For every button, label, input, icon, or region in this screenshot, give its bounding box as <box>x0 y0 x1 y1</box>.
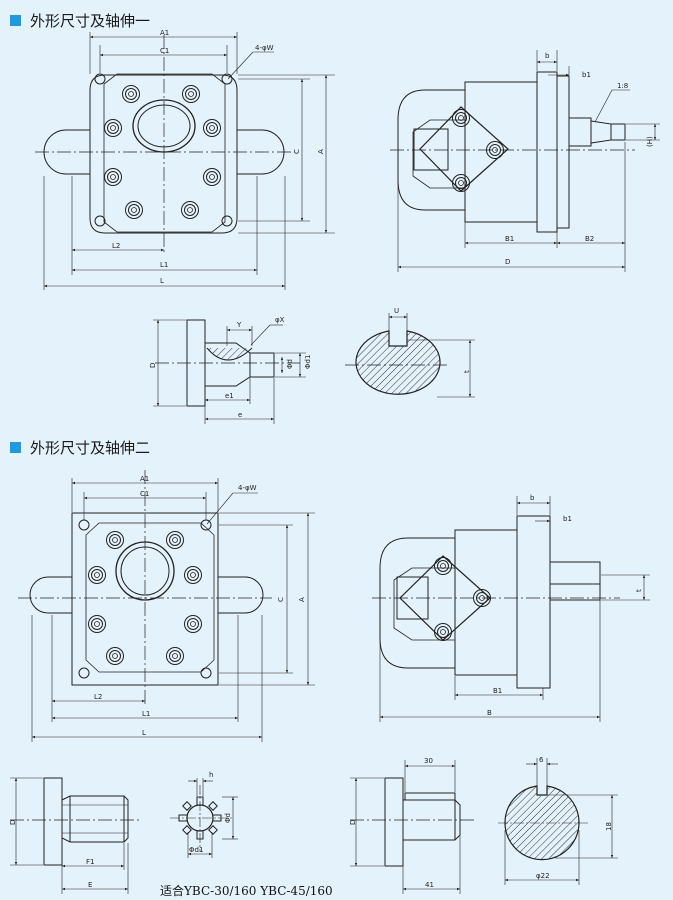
label-phid1: Φd1 <box>189 846 203 854</box>
label-B1: B1 <box>493 687 502 695</box>
s2-key-section <box>498 758 618 885</box>
label-A1: A1 <box>160 29 169 37</box>
label-D-width: D <box>505 258 510 266</box>
label-b1: b1 <box>563 515 572 523</box>
label-6: 6 <box>539 756 544 764</box>
label-41: 41 <box>425 881 434 889</box>
label-C1: C1 <box>140 490 149 498</box>
s2-spline-section <box>170 778 238 858</box>
label-30: 30 <box>424 757 433 765</box>
label-18: 18 <box>605 822 613 831</box>
label-b1: b1 <box>582 71 591 79</box>
label-b: b <box>530 494 535 502</box>
label-B2: B2 <box>585 235 594 243</box>
footnote: 适合YBC-30/160 YBC-45/160 <box>160 884 333 898</box>
label-B1: B1 <box>505 235 514 243</box>
label-b: b <box>545 52 550 60</box>
label-L2: L2 <box>94 693 102 701</box>
label-L1: L1 <box>142 710 150 718</box>
label-A: A <box>317 149 325 154</box>
label-C: C <box>293 149 301 154</box>
label-C1: C1 <box>160 47 169 55</box>
label-phiX: φX <box>275 316 285 324</box>
label-D: D <box>9 820 17 825</box>
label-e1: e1 <box>225 392 234 400</box>
label-C: C <box>277 597 285 602</box>
s2-front-view <box>18 470 315 742</box>
label-h: (H) <box>646 136 654 147</box>
label-E: E <box>88 881 92 889</box>
s1-front-view <box>35 32 335 290</box>
label-t: t <box>463 370 471 373</box>
label-taper: 1:8 <box>617 82 628 90</box>
section1-heading: 外形尺寸及轴伸一 <box>10 10 150 31</box>
label-phid1: Φd1 <box>304 355 312 369</box>
label-B: B <box>487 709 492 717</box>
label-L: L <box>142 729 146 737</box>
s1-labels: A1 C1 4-φW C A L2 L1 L b b1 1:8 (H) B1 B… <box>112 29 654 419</box>
label-A1: A1 <box>140 475 149 483</box>
label-phi22: φ22 <box>536 872 550 880</box>
s2-labels: A1 C1 4-φW C A L2 L1 L b b1 t B1 B D F1 … <box>9 475 643 889</box>
label-D-flange: D <box>149 363 157 368</box>
label-h: h <box>209 771 213 779</box>
label-phid: Φd <box>224 813 232 823</box>
s1-shaft-detail <box>153 319 306 424</box>
s2-spline-shaft-detail <box>10 777 140 894</box>
bullet-square-icon <box>10 442 21 453</box>
label-Y: Y <box>236 321 242 329</box>
label-F1: F1 <box>86 858 94 866</box>
label-hole: 4-φW <box>238 484 257 492</box>
label-L2: L2 <box>112 242 120 250</box>
label-D-key: D <box>349 820 357 825</box>
section1-title: 外形尺寸及轴伸一 <box>30 12 151 30</box>
label-t: t <box>635 589 643 592</box>
s2-side-view <box>372 496 650 722</box>
label-phid: Φd <box>286 359 294 369</box>
bullet-square-icon <box>10 15 21 26</box>
s2-key-shaft-detail <box>350 760 475 894</box>
label-U: U <box>394 307 399 315</box>
s1-shaft-section <box>345 313 475 398</box>
label-A: A <box>298 597 306 602</box>
section2-title: 外形尺寸及轴伸二 <box>30 439 151 457</box>
label-L: L <box>160 277 164 285</box>
label-hole: 4-φW <box>255 44 274 52</box>
label-e: e <box>238 411 242 419</box>
label-L1: L1 <box>160 261 168 269</box>
section2-heading: 外形尺寸及轴伸二 <box>10 437 150 458</box>
s1-side-view <box>390 50 660 272</box>
